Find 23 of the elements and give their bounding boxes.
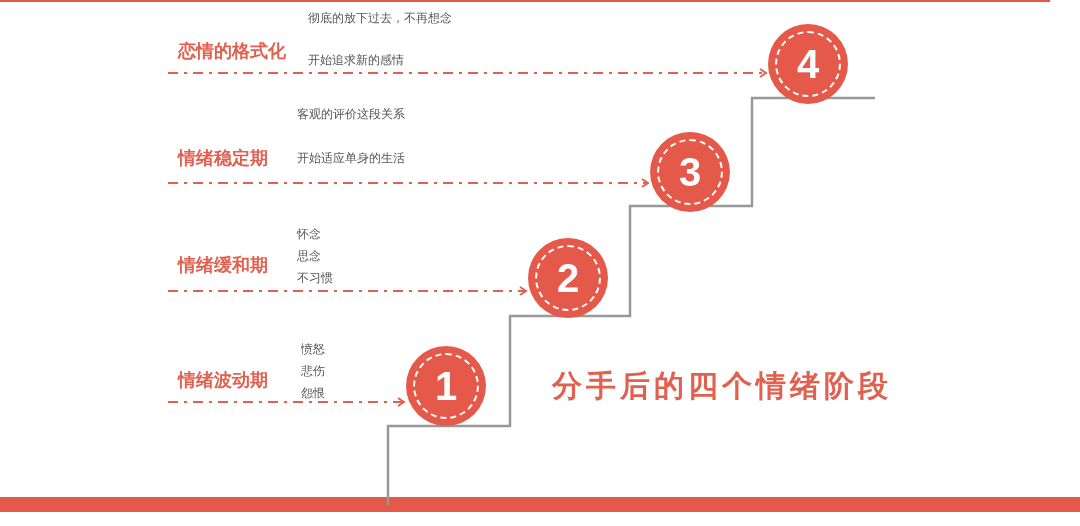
stage-name: 情绪缓和期 [178,256,268,274]
stage-name: 情绪波动期 [178,371,268,389]
arrow [167,397,405,407]
stage-name: 情绪稳定期 [178,149,268,167]
arrow [167,178,649,188]
stage-description: 怨恨 [301,387,325,399]
stage-name: 恋情的格式化 [178,42,286,60]
step-circle: 3 [650,132,730,212]
stage-description: 悲伤 [301,365,325,377]
stage-description: 开始适应单身的生活 [297,152,405,164]
step-circle: 4 [768,24,848,104]
stage-description: 不习惯 [297,272,333,284]
stage-description: 怀念 [297,228,321,240]
stage-description: 思念 [297,250,321,262]
step-circle: 1 [406,346,486,426]
arrow [167,286,527,296]
stage-description: 愤怒 [301,343,325,355]
title: 分手后的四个情绪阶段 [552,367,892,405]
stage-description: 彻底的放下过去，不再想念 [308,12,452,24]
stage-description: 客观的评价这段关系 [297,108,405,120]
arrow [167,68,767,78]
step-circle: 2 [528,238,608,318]
stage-description: 开始追求新的感情 [308,54,404,66]
